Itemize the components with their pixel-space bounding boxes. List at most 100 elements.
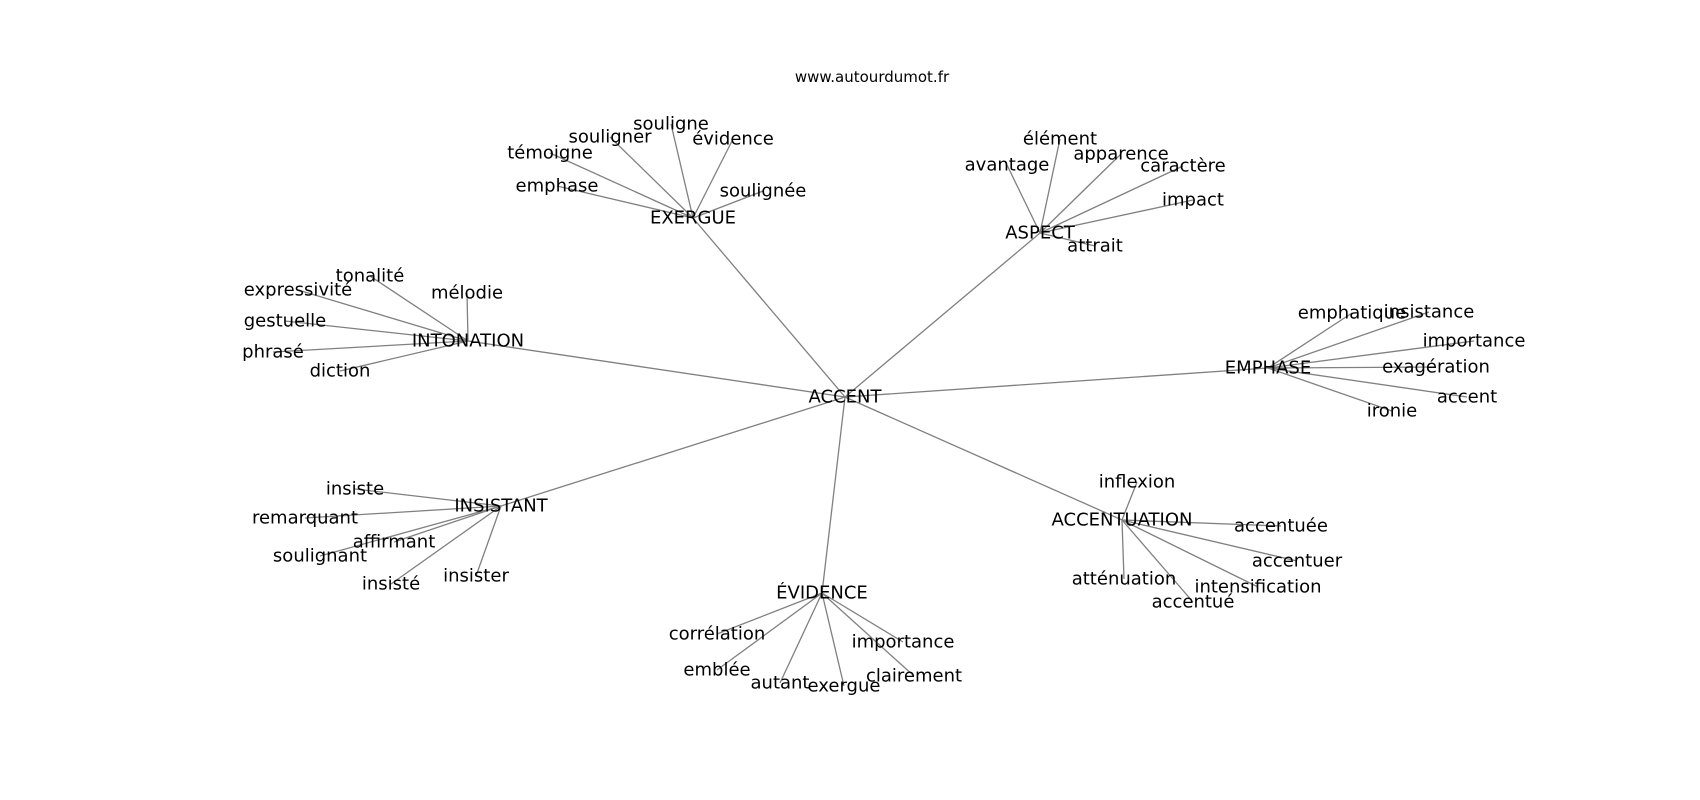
edge-accentuation-to-accentuee xyxy=(1121,519,1282,527)
edge-insistant-to-soulignant xyxy=(319,505,502,557)
site-url-label: www.autourdumot.fr xyxy=(795,68,950,86)
leaf-node-insister: insister xyxy=(443,566,509,587)
leaf-node-soulignant: soulignant xyxy=(273,546,367,567)
leaf-node-accent: accent xyxy=(1437,387,1497,408)
edge-accentuation-to-intensification xyxy=(1121,519,1259,588)
edge-exergue-to-souligner xyxy=(609,136,694,219)
edge-root-to-exergue xyxy=(692,217,846,398)
edge-evidence-to-importance xyxy=(821,592,904,643)
leaf-node-temoigne: témoigne xyxy=(507,143,593,164)
leaf-node-clairement: clairement xyxy=(866,666,962,687)
leaf-node-element: élément xyxy=(1023,129,1097,150)
edge-accentuation-to-accentuer xyxy=(1121,519,1298,562)
leaf-node-importance: importance xyxy=(852,632,955,653)
edge-intonation-to-tonalite xyxy=(369,275,469,342)
leaf-node-emblee: emblée xyxy=(683,660,750,681)
hub-node-emphase: EMPHASE xyxy=(1225,358,1311,379)
leaf-node-caractere: caractère xyxy=(1140,156,1225,177)
edge-evidence-to-clairement xyxy=(821,592,915,677)
edge-emphase-to-ironie xyxy=(1267,367,1393,412)
edge-intonation-to-diction xyxy=(339,340,469,372)
leaf-node-ironie: ironie xyxy=(1367,401,1418,422)
leaf-node-souligne: souligne xyxy=(633,114,709,135)
leaf-node-accentue: accentué xyxy=(1152,592,1235,613)
edge-evidence-to-autant xyxy=(779,592,823,684)
hub-node-accentuation: ACCENTUATION xyxy=(1052,510,1193,531)
edge-insistant-to-remarquant xyxy=(304,505,502,519)
edge-root-to-emphase xyxy=(844,367,1269,398)
hub-node-aspect: ASPECT xyxy=(1005,223,1076,244)
hub-node-insistant: INSISTANT xyxy=(454,496,548,517)
edge-intonation-to-gestuelle xyxy=(284,320,469,342)
edge-root-to-evidence xyxy=(821,396,846,594)
leaf-node-avantage: avantage xyxy=(965,155,1050,176)
leaf-node-inflexion: inflexion xyxy=(1099,472,1176,493)
edge-intonation-to-expressivite xyxy=(297,289,469,342)
edge-aspect-to-attrait xyxy=(1039,232,1096,247)
edge-insistant-to-affirmant xyxy=(393,505,502,543)
leaf-node-importance: importance xyxy=(1423,331,1526,352)
edge-intonation-to-melodie xyxy=(466,292,469,342)
leaf-node-accentuee: accentuée xyxy=(1234,516,1328,537)
leaf-node-attrait: attrait xyxy=(1067,236,1123,257)
leaf-node-insistance: insistance xyxy=(1384,302,1475,323)
edge-insistant-to-insiste xyxy=(390,505,502,585)
edge-aspect-to-element xyxy=(1039,138,1061,234)
edge-emphase-to-insistance xyxy=(1267,311,1430,369)
edge-root-to-insistant xyxy=(500,396,846,507)
edge-insistant-to-insister xyxy=(475,505,502,577)
leaf-node-remarquant: remarquant xyxy=(252,508,358,529)
leaf-node-affirmant: affirmant xyxy=(353,532,436,553)
leaf-node-emphatique: emphatique xyxy=(1298,303,1406,324)
leaf-node-melodie: mélodie xyxy=(431,283,503,304)
leaf-node-exergue: exergue xyxy=(808,676,881,697)
leaf-node-attenuation: atténuation xyxy=(1072,569,1177,590)
leaf-node-emphase: emphase xyxy=(516,176,599,197)
leaf-node-gestuelle: gestuelle xyxy=(244,311,327,332)
leaf-node-evidence: évidence xyxy=(692,129,774,150)
edge-accentuation-to-inflexion xyxy=(1121,481,1138,521)
hub-node-intonation: INTONATION xyxy=(412,331,524,352)
edge-intonation-to-phrase xyxy=(272,340,469,353)
edge-root-to-aspect xyxy=(844,232,1041,398)
leaf-node-exageration: exagération xyxy=(1382,357,1490,378)
leaf-node-correlation: corrélation xyxy=(669,624,766,645)
leaf-node-insiste: insisté xyxy=(362,574,420,595)
edge-root-to-accentuation xyxy=(844,396,1123,521)
leaf-node-expressivite: expressivité xyxy=(244,280,352,301)
labels-layer: ACCENTEXERGUEsoulignéeévidencesouligneso… xyxy=(242,114,1525,697)
leaf-node-impact: impact xyxy=(1162,190,1224,211)
edge-evidence-to-emblee xyxy=(716,592,823,671)
leaf-node-phrase: phrasé xyxy=(242,342,304,363)
edge-evidence-to-exergue xyxy=(821,592,845,687)
edge-aspect-to-avantage xyxy=(1006,164,1041,234)
edge-root-to-intonation xyxy=(467,340,846,398)
leaf-node-accentuer: accentuer xyxy=(1252,551,1343,572)
edge-accentuation-to-accentue xyxy=(1121,519,1194,603)
edge-aspect-to-apparence xyxy=(1039,153,1122,234)
leaf-node-insiste: insiste xyxy=(326,479,384,500)
leaf-node-apparence: apparence xyxy=(1073,144,1168,165)
leaf-node-tonalite: tonalité xyxy=(336,266,405,287)
edge-aspect-to-caractere xyxy=(1039,165,1184,234)
leaf-node-diction: diction xyxy=(310,361,371,382)
edge-exergue-to-emphase xyxy=(556,185,694,219)
leaf-node-souligner: souligner xyxy=(568,127,652,148)
edge-emphase-to-importance xyxy=(1267,340,1475,369)
edge-emphase-to-emphatique xyxy=(1267,312,1353,369)
edge-emphase-to-exageration xyxy=(1267,366,1437,369)
edges-layer xyxy=(272,123,1475,687)
edge-aspect-to-impact xyxy=(1039,199,1194,234)
root-node-label: ACCENT xyxy=(809,387,883,408)
edge-exergue-to-soulignee xyxy=(692,190,764,219)
leaf-node-autant: autant xyxy=(751,673,810,694)
edge-exergue-to-evidence xyxy=(692,138,734,219)
edge-evidence-to-correlation xyxy=(716,592,823,635)
edge-insistant-to-insiste xyxy=(354,488,502,507)
edge-emphase-to-accent xyxy=(1267,367,1468,398)
edge-exergue-to-souligne xyxy=(670,123,694,219)
leaf-node-intensification: intensification xyxy=(1194,577,1321,598)
edge-accentuation-to-attenuation xyxy=(1121,519,1125,580)
